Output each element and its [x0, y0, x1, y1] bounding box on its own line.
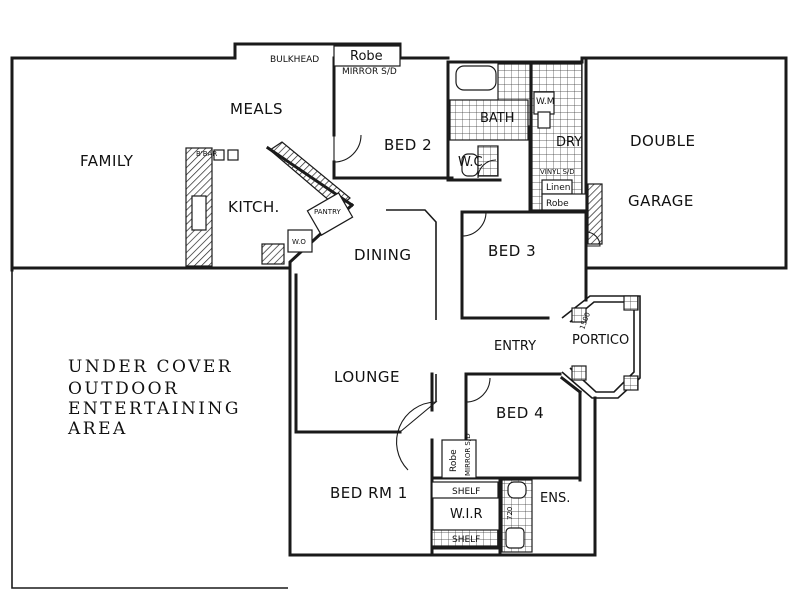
label-dry: DRY — [556, 135, 582, 150]
robe-bed4-box — [441, 439, 477, 479]
label-ens: ENS. — [540, 491, 570, 506]
label-dining: DINING — [354, 246, 411, 264]
label-wm: W.M — [536, 97, 555, 107]
label-garage: GARAGE — [628, 192, 694, 210]
portico-post-2 — [623, 295, 639, 311]
label-bulkhead: BULKHEAD — [270, 55, 319, 65]
door-garage — [585, 231, 601, 247]
ens-toilet — [507, 481, 527, 499]
robe-bed3-box — [541, 193, 587, 211]
label-entry: ENTRY — [494, 339, 536, 354]
label-outdoor-1: UNDER COVER — [68, 357, 233, 377]
door-bed3 — [461, 211, 487, 237]
label-linen: Linen — [546, 183, 570, 193]
label-wo: W.O — [292, 238, 306, 246]
garage-storage — [587, 183, 603, 245]
label-robe-bed2: Robe — [350, 49, 383, 64]
label-meals: MEALS — [230, 100, 283, 118]
label-bbar: B'BAR — [196, 150, 217, 158]
stool-1 — [213, 149, 225, 161]
portico-post-3 — [571, 365, 587, 381]
label-outdoor-3: ENTERTAINING — [68, 399, 241, 419]
kitchen-counter-diag — [269, 141, 351, 209]
shelf-top-box — [431, 481, 499, 499]
label-robe-bed3: Robe — [546, 199, 569, 209]
label-robe-bed4: Robe — [449, 449, 459, 472]
label-wc: W.C — [458, 155, 483, 170]
label-wir: W.I.R — [450, 507, 483, 522]
label-bed3: BED 3 — [488, 242, 536, 260]
doors — [333, 134, 601, 471]
pantry-box — [306, 192, 354, 236]
bath-floor-tile — [449, 99, 529, 141]
label-double: DOUBLE — [630, 132, 695, 150]
robe-bed2-box — [333, 45, 401, 67]
door-bedrm1 — [396, 401, 438, 471]
shelf-bottom-box — [431, 529, 499, 547]
label-outdoor-2: OUTDOOR — [68, 379, 179, 399]
label-mirror-bed2: MIRROR S/D — [342, 67, 397, 77]
door-bed4 — [465, 377, 491, 403]
bath-tub — [455, 65, 497, 91]
label-bed2: BED 2 — [384, 136, 432, 154]
kitchen-sink — [191, 195, 207, 231]
laundry-tub — [537, 111, 551, 129]
door-wc — [477, 159, 497, 179]
fixtures — [185, 45, 639, 553]
ens-basin — [505, 527, 525, 549]
wall-oven — [287, 229, 313, 253]
label-shelf-bottom: SHELF — [452, 535, 480, 545]
door-bed2 — [333, 134, 362, 163]
fixture-labels: BULKHEAD Robe MIRROR S/D W.M PANTRY W.O … — [196, 49, 592, 545]
label-lounge: LOUNGE — [334, 368, 400, 386]
label-portico: PORTICO — [572, 333, 629, 348]
portico-post-4 — [623, 375, 639, 391]
label-kitchen: KITCH. — [228, 198, 280, 216]
label-shelf-top: SHELF — [452, 487, 480, 497]
label-family: FAMILY — [80, 152, 134, 170]
stool-2 — [227, 149, 239, 161]
walls — [10, 42, 788, 589]
label-bath: BATH — [480, 111, 515, 126]
label-bedrm1: BED RM 1 — [330, 484, 408, 502]
label-outdoor-4: AREA — [67, 419, 128, 439]
wc-tile — [477, 145, 499, 177]
label-pantry: PANTRY — [314, 208, 341, 216]
label-dim-720: 720 — [506, 507, 514, 520]
cooktop — [261, 243, 285, 265]
label-vinyl: VINYL S/D — [540, 168, 575, 176]
label-mirror-bed4: MIRROR S/D — [464, 433, 472, 476]
room-labels: MEALS FAMILY KITCH. BED 2 BATH DRY W.C D… — [67, 100, 695, 522]
label-bed4: BED 4 — [496, 404, 544, 422]
portico-post-1 — [571, 307, 587, 323]
